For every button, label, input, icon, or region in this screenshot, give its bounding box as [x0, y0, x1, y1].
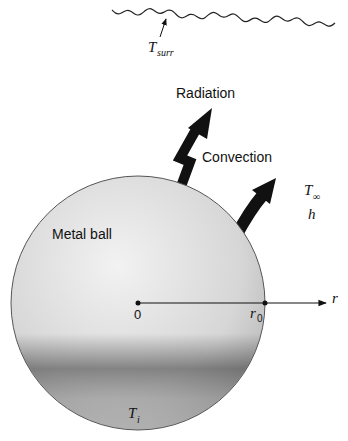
convection-arrowhead [252, 178, 276, 204]
leader-line [160, 19, 166, 37]
coefficient-symbol: h [308, 207, 316, 222]
ball-label: Metal ball [52, 227, 112, 241]
axis-label: r [332, 291, 338, 306]
temperature-symbol: T [128, 406, 136, 421]
subscript: i [137, 415, 140, 425]
temperature-symbol: T [304, 183, 312, 198]
subscript: 0 [257, 314, 263, 324]
radiation-label: Radiation [176, 86, 235, 100]
radius-symbol: r [250, 306, 256, 321]
subscript: ∞ [313, 192, 320, 202]
origin-label: 0 [134, 308, 141, 321]
temperature-symbol: T [148, 40, 156, 55]
ball-shape [10, 175, 266, 431]
subscript: surr [157, 48, 174, 58]
surroundings-line [112, 9, 335, 26]
radiation-arrowhead [188, 108, 212, 139]
convection-label: Convection [202, 150, 272, 164]
metal-ball: Metal ball [10, 175, 266, 431]
radial-axis [138, 302, 326, 303]
